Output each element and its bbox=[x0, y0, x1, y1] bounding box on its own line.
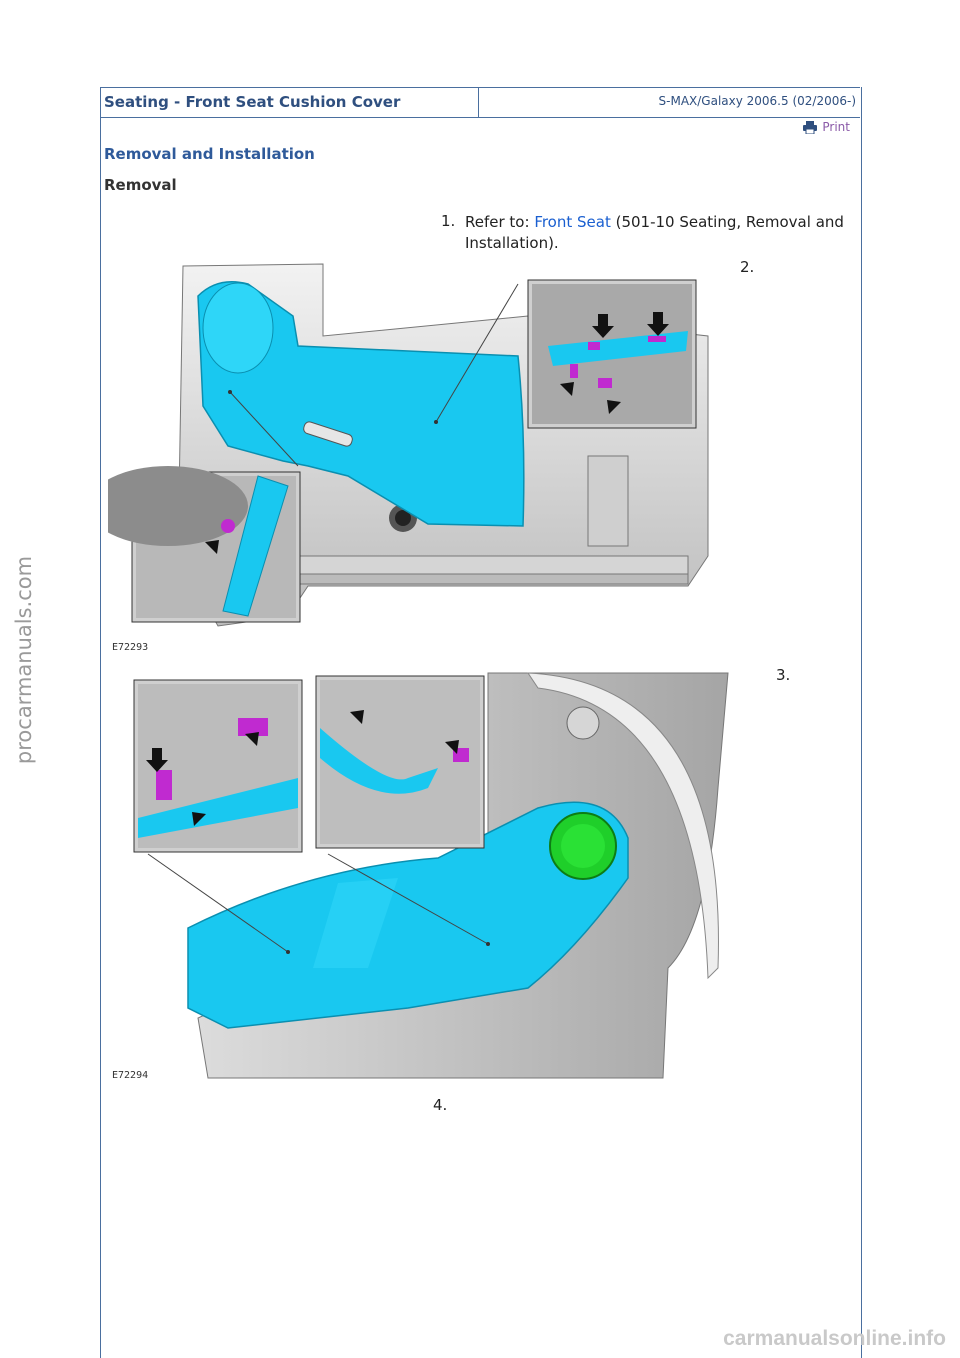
step-1-text: Refer to: Front Seat (501-10 Seating, Re… bbox=[465, 212, 845, 254]
figure-1-label: E72293 bbox=[112, 642, 149, 653]
seat-illustration-1 bbox=[88, 263, 709, 627]
figure-e72293: E72293 bbox=[88, 256, 738, 656]
page-frame bbox=[100, 87, 862, 1358]
side-watermark: procarmanuals.com bbox=[4, 540, 44, 780]
model-label: S-MAX/Galaxy 2006.5 (02/2006-) bbox=[658, 94, 856, 108]
step-1-number: 1. bbox=[441, 212, 456, 230]
figure-e72294: E72294 bbox=[108, 668, 758, 1086]
footer-watermark: carmanualsonline.info bbox=[723, 1327, 946, 1350]
step-3-number: 3. bbox=[776, 666, 791, 684]
side-watermark-text: procarmanuals.com bbox=[12, 555, 36, 765]
step-4-number: 4. bbox=[433, 1096, 448, 1114]
print-button[interactable]: Print bbox=[803, 120, 850, 134]
step-2-number: 2. bbox=[740, 258, 755, 276]
front-seat-link[interactable]: Front Seat bbox=[534, 213, 611, 231]
header-divider bbox=[478, 88, 479, 117]
page-title: Seating - Front Seat Cushion Cover bbox=[104, 93, 401, 111]
section-title: Removal and Installation bbox=[104, 145, 315, 163]
page-header: Seating - Front Seat Cushion Cover S-MAX… bbox=[100, 87, 860, 118]
step-1-prefix: Refer to: bbox=[465, 213, 535, 231]
step-1-suffix: (501-10 Seating, Removal and Installatio… bbox=[465, 213, 844, 252]
print-label: Print bbox=[822, 120, 850, 134]
figure-2-label: E72294 bbox=[112, 1070, 149, 1081]
printer-icon bbox=[803, 120, 818, 134]
seat-illustration-2 bbox=[133, 672, 729, 1079]
subsection-title: Removal bbox=[104, 176, 177, 194]
